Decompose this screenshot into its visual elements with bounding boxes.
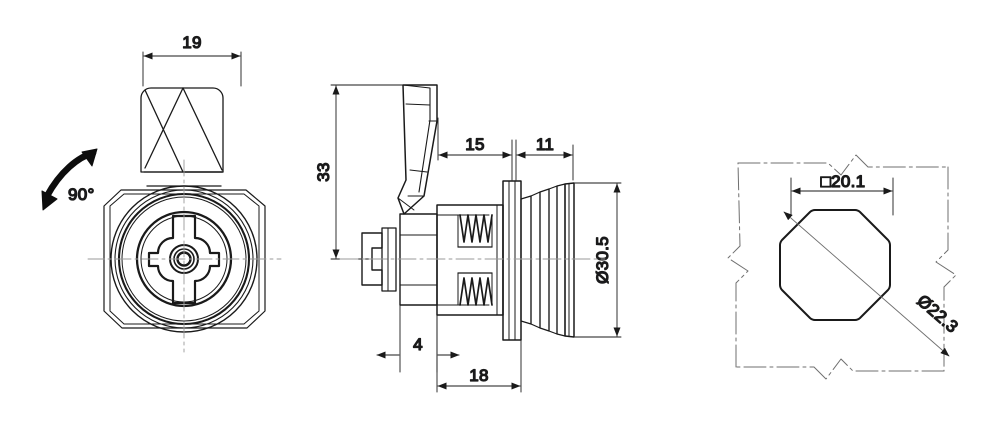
dim-4-label: 4	[413, 335, 423, 354]
cutout-outline	[779, 209, 891, 321]
side-section-view: 33 15 11 Ø30.5	[313, 84, 622, 393]
front-center-lines	[87, 159, 282, 353]
rotation-arrow-icon	[41, 148, 98, 211]
dim-20-1: □20.1	[790, 171, 894, 216]
dim-30-5-label: Ø30.5	[593, 236, 612, 284]
rotation-angle-label: 90°	[68, 185, 95, 204]
dim-18: 18	[436, 314, 522, 393]
dim-30-5: Ø30.5	[574, 182, 622, 338]
side-lever-arm	[397, 84, 438, 215]
front-octagon-flange	[103, 189, 266, 329]
dim-22-3-label: Ø22.3	[913, 291, 962, 337]
dim-19-label: 19	[182, 33, 202, 52]
side-ribbed-cap	[520, 182, 575, 338]
side-threaded-barrel	[436, 204, 504, 316]
dim-11: 11	[515, 134, 574, 181]
dim-33: 33	[313, 84, 405, 260]
side-flange-plate	[502, 180, 522, 341]
panel-cutout-view: □20.1 Ø22.3	[727, 154, 963, 380]
side-cam-tailpiece	[361, 227, 397, 292]
dim-18-label: 18	[469, 366, 489, 385]
front-lever-body	[140, 87, 224, 187]
front-view: 90° 19	[41, 32, 282, 353]
dim-33-label: 33	[314, 162, 333, 182]
dim-15-label: 15	[465, 135, 485, 154]
dim-20-1-label: □20.1	[821, 172, 866, 191]
dim-22-3: Ø22.3	[783, 211, 963, 357]
dim-15: 15	[437, 117, 513, 181]
dim-19: 19	[142, 32, 242, 87]
dim-11-label: 11	[536, 135, 554, 154]
side-lever-hub	[399, 213, 438, 306]
